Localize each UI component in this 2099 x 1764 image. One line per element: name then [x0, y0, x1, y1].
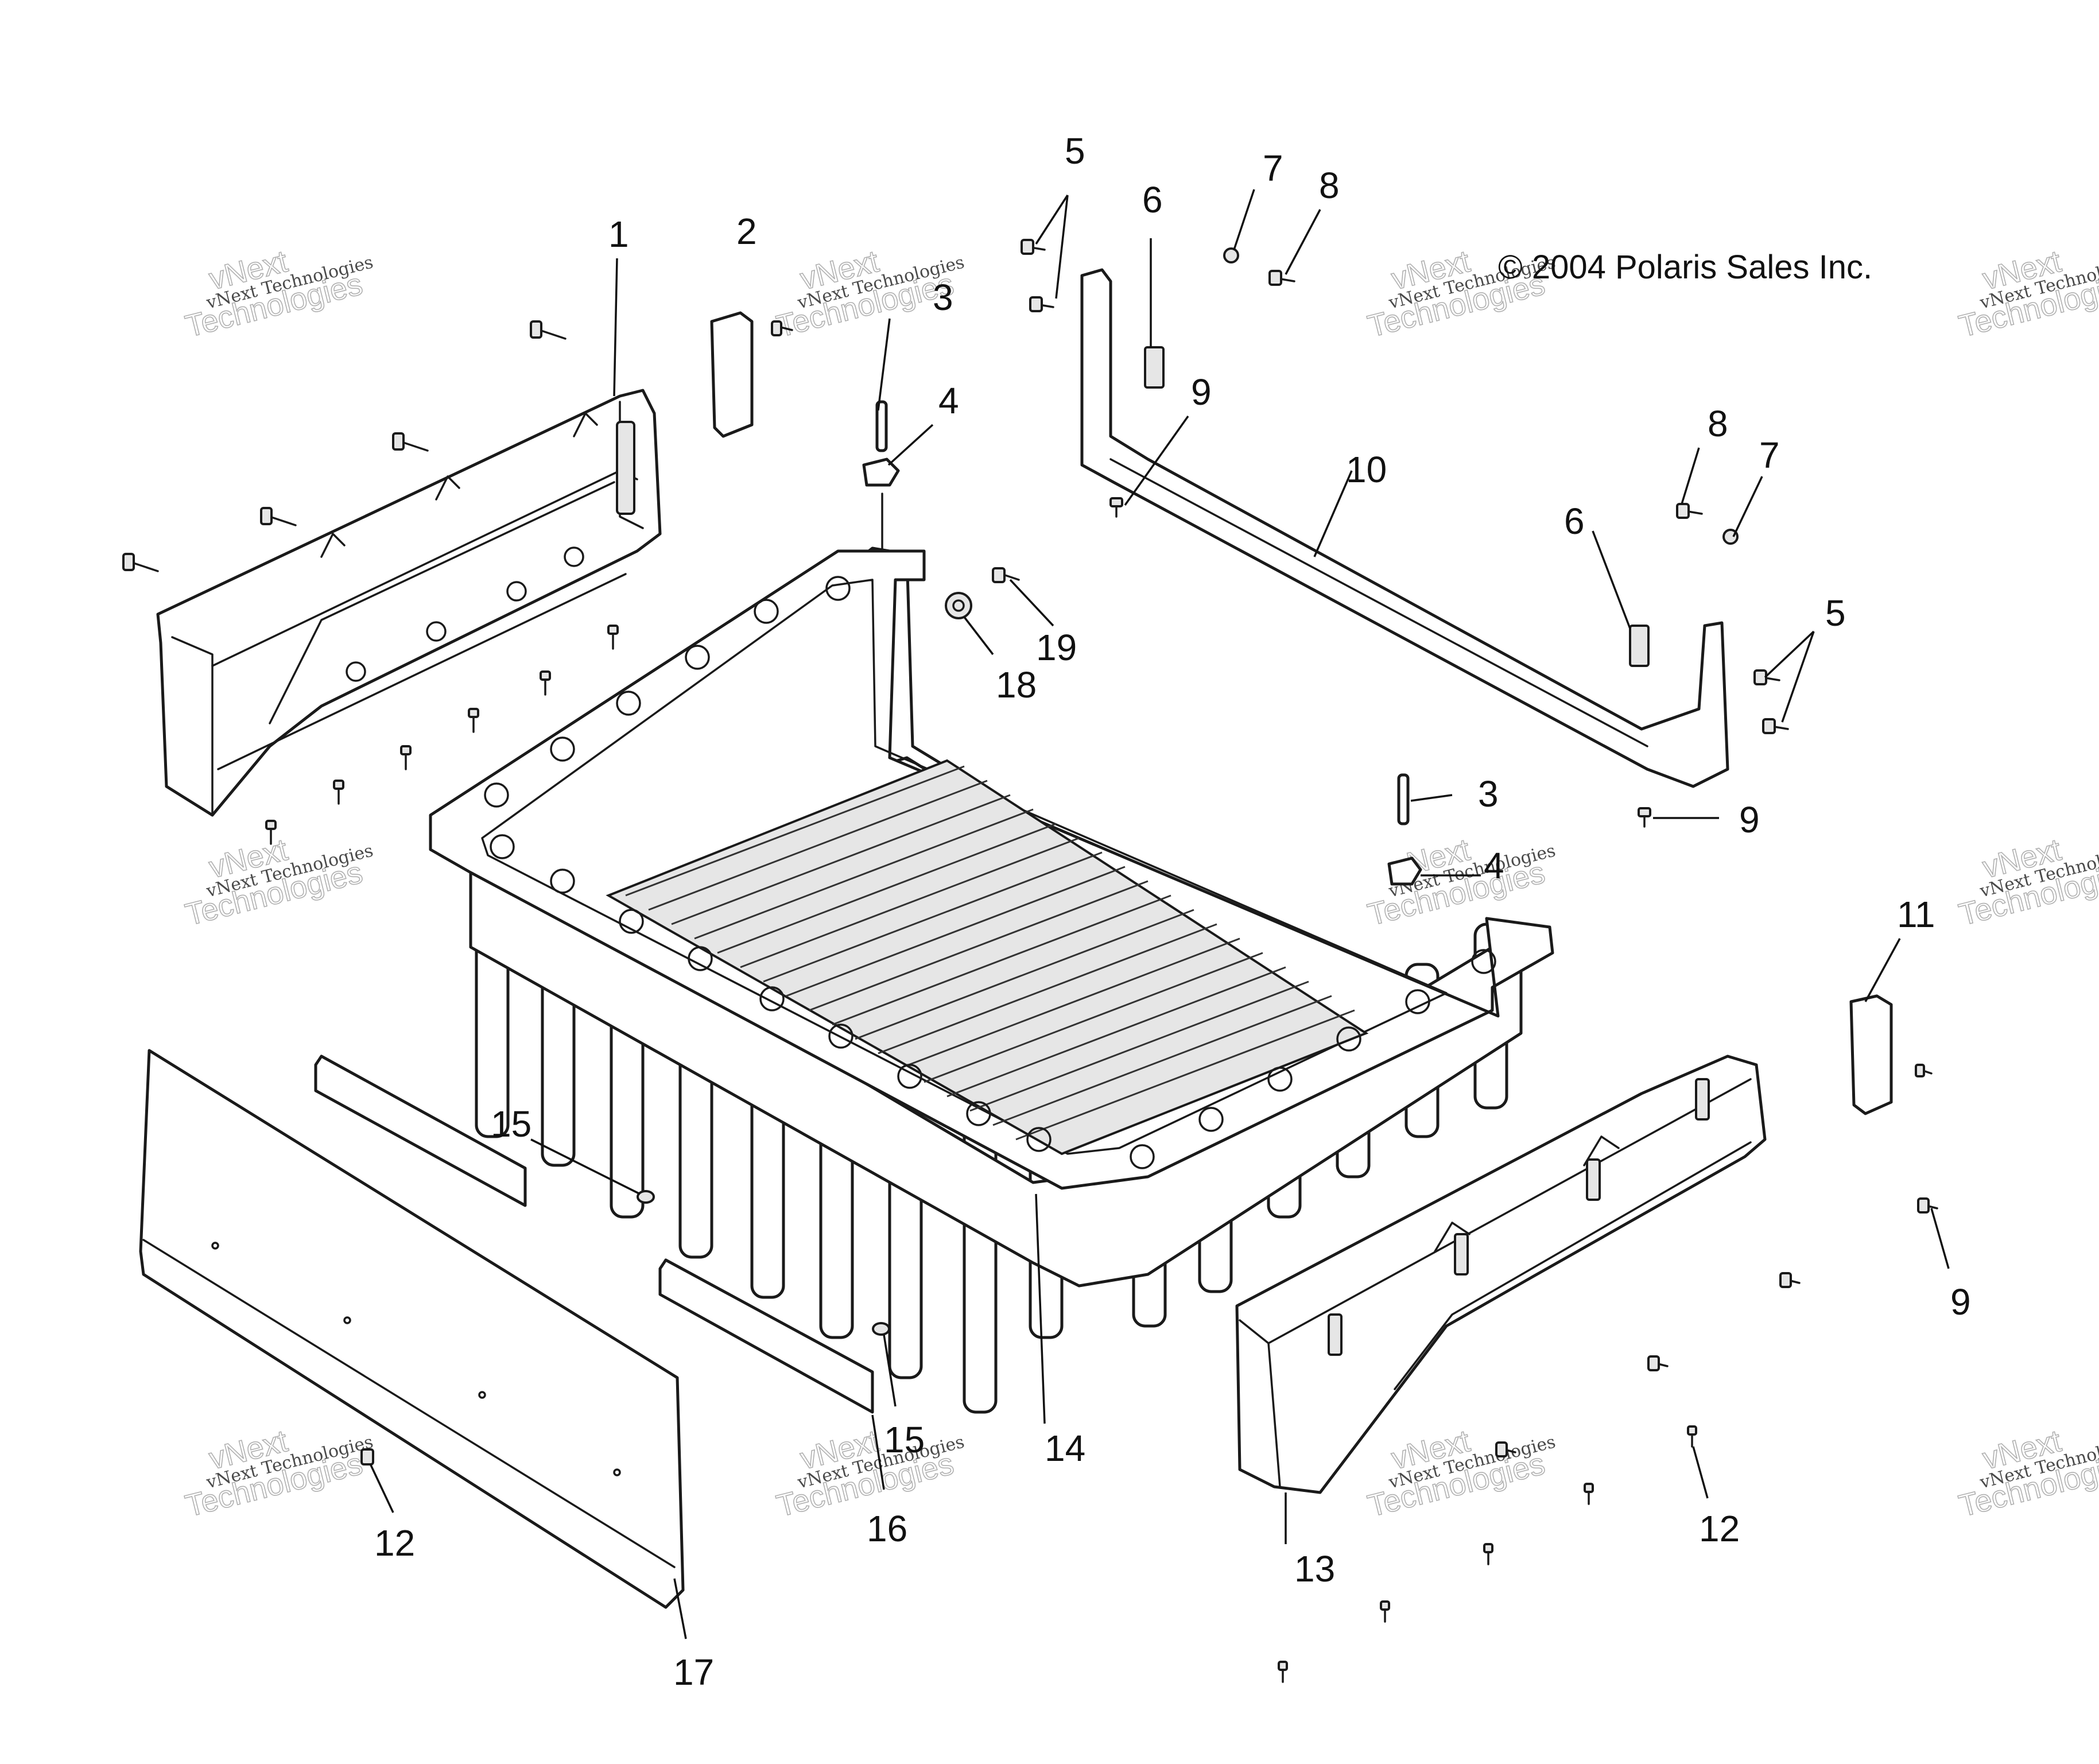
callout-3: 3 [933, 277, 953, 318]
callout-1: 1 [608, 214, 629, 255]
watermark: vNext vNext Technologies Technologies [1364, 243, 1557, 344]
watermark: vNext vNext Technologies Technologies [1364, 1423, 1557, 1524]
callout-18: 18 [996, 664, 1037, 705]
watermark: vNext vNext Technologies Technologies [181, 832, 375, 933]
watermark: vNext vNext Technologies Technologies [1955, 243, 2099, 344]
callout-9b: 9 [1739, 799, 1760, 840]
cargo-rim-holes [484, 576, 1496, 1169]
watermark: vNext vNext Technologies Technologies [1364, 832, 1557, 933]
callout-9c: 9 [1950, 1281, 1971, 1323]
part-spacer-blocks [314, 1054, 874, 1414]
part-reflector-left [710, 311, 754, 438]
callout-10: 10 [1346, 449, 1387, 490]
callout-19: 19 [1036, 627, 1077, 668]
callout-4: 4 [938, 380, 959, 421]
part-bumpers [637, 1190, 890, 1336]
callout-8b: 8 [1708, 403, 1728, 444]
part-latch-pin-right [1387, 773, 1422, 886]
watermark: vNext vNext Technologies Technologies [181, 243, 375, 344]
callout-5b: 5 [1825, 592, 1846, 634]
watermark: vNext vNext Technologies Technologies [1955, 832, 2099, 933]
watermark: vNext vNext Technologies Technologies [181, 1423, 375, 1524]
screws-right-panel [360, 1064, 1938, 1683]
callout-12b: 12 [1699, 1508, 1740, 1549]
callout-6: 6 [1142, 179, 1163, 220]
callout-3b: 3 [1478, 773, 1499, 815]
cargo-floor-ribs [625, 765, 1355, 1141]
part-reflector-right [1849, 994, 1893, 1115]
callout-9: 9 [1191, 371, 1212, 413]
copyright-notice: © 2004 Polaris Sales Inc. [1498, 249, 1872, 286]
callout-5: 5 [1065, 130, 1085, 172]
part-cargo-box [429, 546, 1554, 1414]
part-left-side-panel [156, 389, 662, 817]
callout-labels: 1 2 3 4 5 6 7 8 9 10 3 4 5 6 7 8 9 11 9 … [374, 130, 1971, 1693]
callout-12: 12 [374, 1522, 415, 1564]
part-tailgate [139, 1049, 685, 1609]
part-right-side-panel [1235, 1054, 1767, 1494]
callout-7b: 7 [1759, 435, 1780, 476]
callout-13: 13 [1294, 1548, 1335, 1589]
callout-14: 14 [1045, 1428, 1085, 1469]
callout-16: 16 [867, 1508, 907, 1549]
watermark: vNext vNext Technologies Technologies [773, 1423, 966, 1524]
leader-lines [369, 189, 1950, 1639]
callout-2: 2 [736, 211, 757, 252]
watermark: vNext vNext Technologies Technologies [1955, 1423, 2099, 1524]
callout-15: 15 [491, 1103, 531, 1145]
callout-4b: 4 [1484, 845, 1504, 886]
part-latch-pin-left [862, 400, 900, 552]
callout-6b: 6 [1564, 501, 1585, 542]
screws-left-panel [122, 320, 793, 845]
callout-17: 17 [673, 1651, 714, 1693]
part-top-rail [1080, 268, 1729, 788]
callout-11: 11 [1897, 894, 1935, 935]
callout-15b: 15 [884, 1419, 925, 1460]
callout-7: 7 [1263, 148, 1283, 189]
callout-8: 8 [1319, 165, 1340, 206]
rail-hardware [945, 239, 1789, 828]
